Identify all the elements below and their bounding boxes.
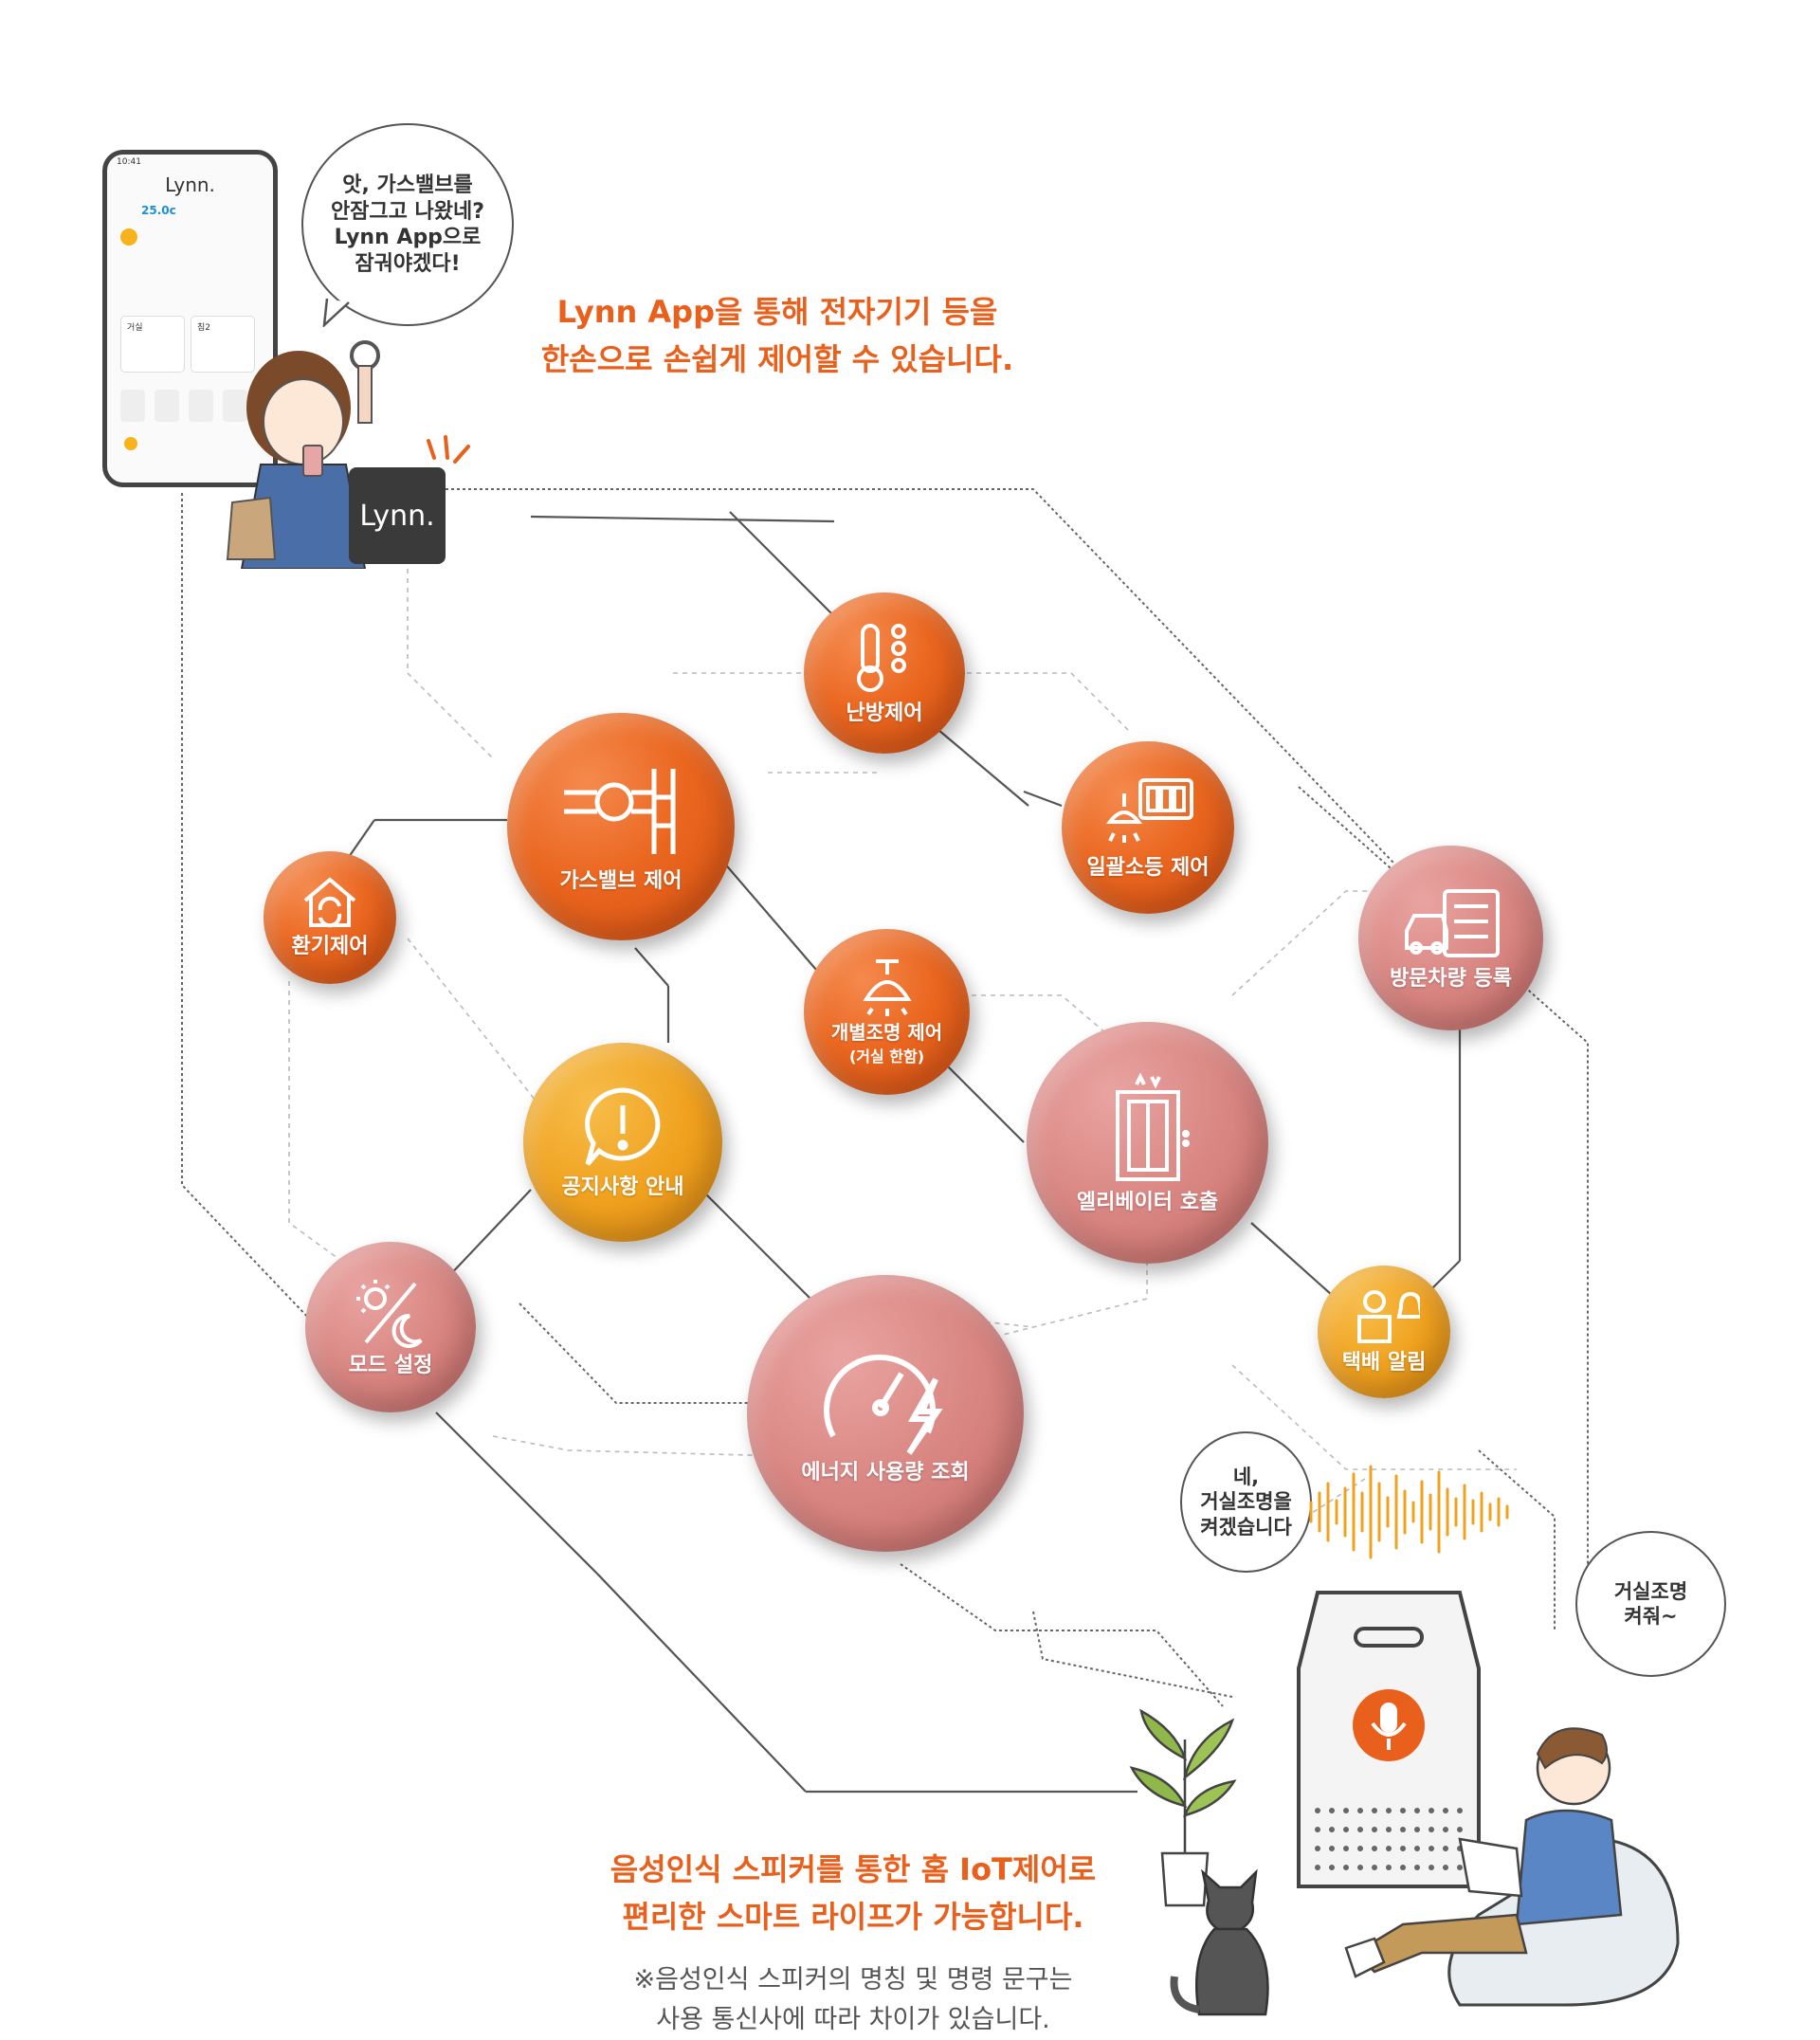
elevator-icon [1115,1072,1190,1181]
node-notice-label: 공지사항 안내 [561,1175,684,1200]
exclamation-bubble-icon [585,1087,661,1166]
node-elevator-label: 엘리베이터 호출 [1076,1190,1219,1214]
node-delivery[interactable]: 택배 알림 [1318,1266,1450,1398]
lynn-badge: Lynn. [349,467,446,564]
phone-room-card: 거실 [120,316,185,373]
ceiling-lamp-icon [862,959,912,1016]
node-ventilation-label: 환기제어 [291,935,369,959]
man-on-beanbag-icon [1344,1727,1680,2007]
node-individual-light-sub: (거실 한함) [848,1047,925,1066]
speaker-speech-bubble: 네, 거실조명을 켜겠습니다 [1180,1431,1312,1573]
node-elevator[interactable]: 엘리베이터 호출 [1027,1022,1268,1264]
cat-icon [1170,1868,1269,2016]
sound-wave-icon [1309,1465,1509,1559]
node-notice[interactable]: 공지사항 안내 [523,1043,722,1242]
node-visitor-car[interactable]: 방문차량 등록 [1358,846,1543,1030]
node-energy-label: 에너지 사용량 조회 [801,1461,970,1485]
node-gas-valve[interactable]: 가스밸브 제어 [507,713,735,940]
headline-top: Lynn App을 통해 전자기기 등을 한손으로 손쉽게 제어할 수 있습니다… [540,294,1014,377]
headline-bottom: 음성인식 스피커를 통한 홈 IoT제어로 편리한 스마트 라이프가 가능합니다… [610,1851,1097,1935]
light-switch-icon [1105,778,1193,844]
phone-room-label: 침2 [197,323,211,333]
lynn-badge-text: Lynn. [359,499,435,533]
node-heating[interactable]: 난방제어 [804,592,965,754]
node-delivery-label: 택배 알림 [1341,1351,1427,1375]
bubble-tail-icon [322,299,350,327]
phone-nav-icon [124,437,137,450]
footnote: ※음성인식 스피커의 명칭 및 명령 문구는 사용 통신사에 따라 차이가 있습… [633,1965,1073,2034]
smartphone-app-screen: 10:41 Lynn. 25.0c 거실 침2 [102,150,278,487]
woman-illustration-icon [226,340,380,569]
ventilation-house-icon [303,877,356,928]
phone-room-card: 침2 [191,316,255,373]
node-visitor-car-label: 방문차량 등록 [1389,966,1513,991]
gas-valve-icon [564,769,676,855]
sun-moon-icon [356,1280,423,1349]
node-energy[interactable]: 에너지 사용량 조회 [747,1275,1024,1552]
speedometer-lightning-icon [824,1355,943,1456]
node-ventilation[interactable]: 환기제어 [264,851,396,984]
delivery-bell-icon [1357,1290,1420,1344]
node-all-lights[interactable]: 일괄소등 제어 [1062,741,1234,914]
node-all-lights-label: 일괄소등 제어 [1086,856,1210,881]
node-mode-label: 모드 설정 [348,1354,433,1378]
phone-temperature: 25.0c [141,204,176,217]
signal-lines-icon [427,435,470,464]
car-clipboard-icon [1404,888,1500,957]
sun-icon [120,228,137,246]
plant-icon [1129,1708,1237,1907]
node-mode[interactable]: 모드 설정 [305,1242,476,1412]
phone-brand: Lynn. [165,173,215,196]
phone-status-time: 10:41 [117,157,141,167]
man-speech-bubble: 거실조명 켜줘~ [1575,1531,1726,1677]
thermometer-icon [857,624,906,693]
node-gas-valve-label: 가스밸브 제어 [559,869,682,894]
phone-room-label: 거실 [127,323,143,333]
woman-speech-bubble: 앗, 가스밸브를 안잠그고 나왔네? Lynn App으로 잠궈야겠다! [301,123,514,326]
node-individual-light[interactable]: 개별조명 제어 (거실 한함) [804,929,970,1095]
node-individual-light-label: 개별조명 제어 [830,1021,943,1044]
node-heating-label: 난방제어 [846,701,923,726]
phone-device-row [120,390,261,426]
